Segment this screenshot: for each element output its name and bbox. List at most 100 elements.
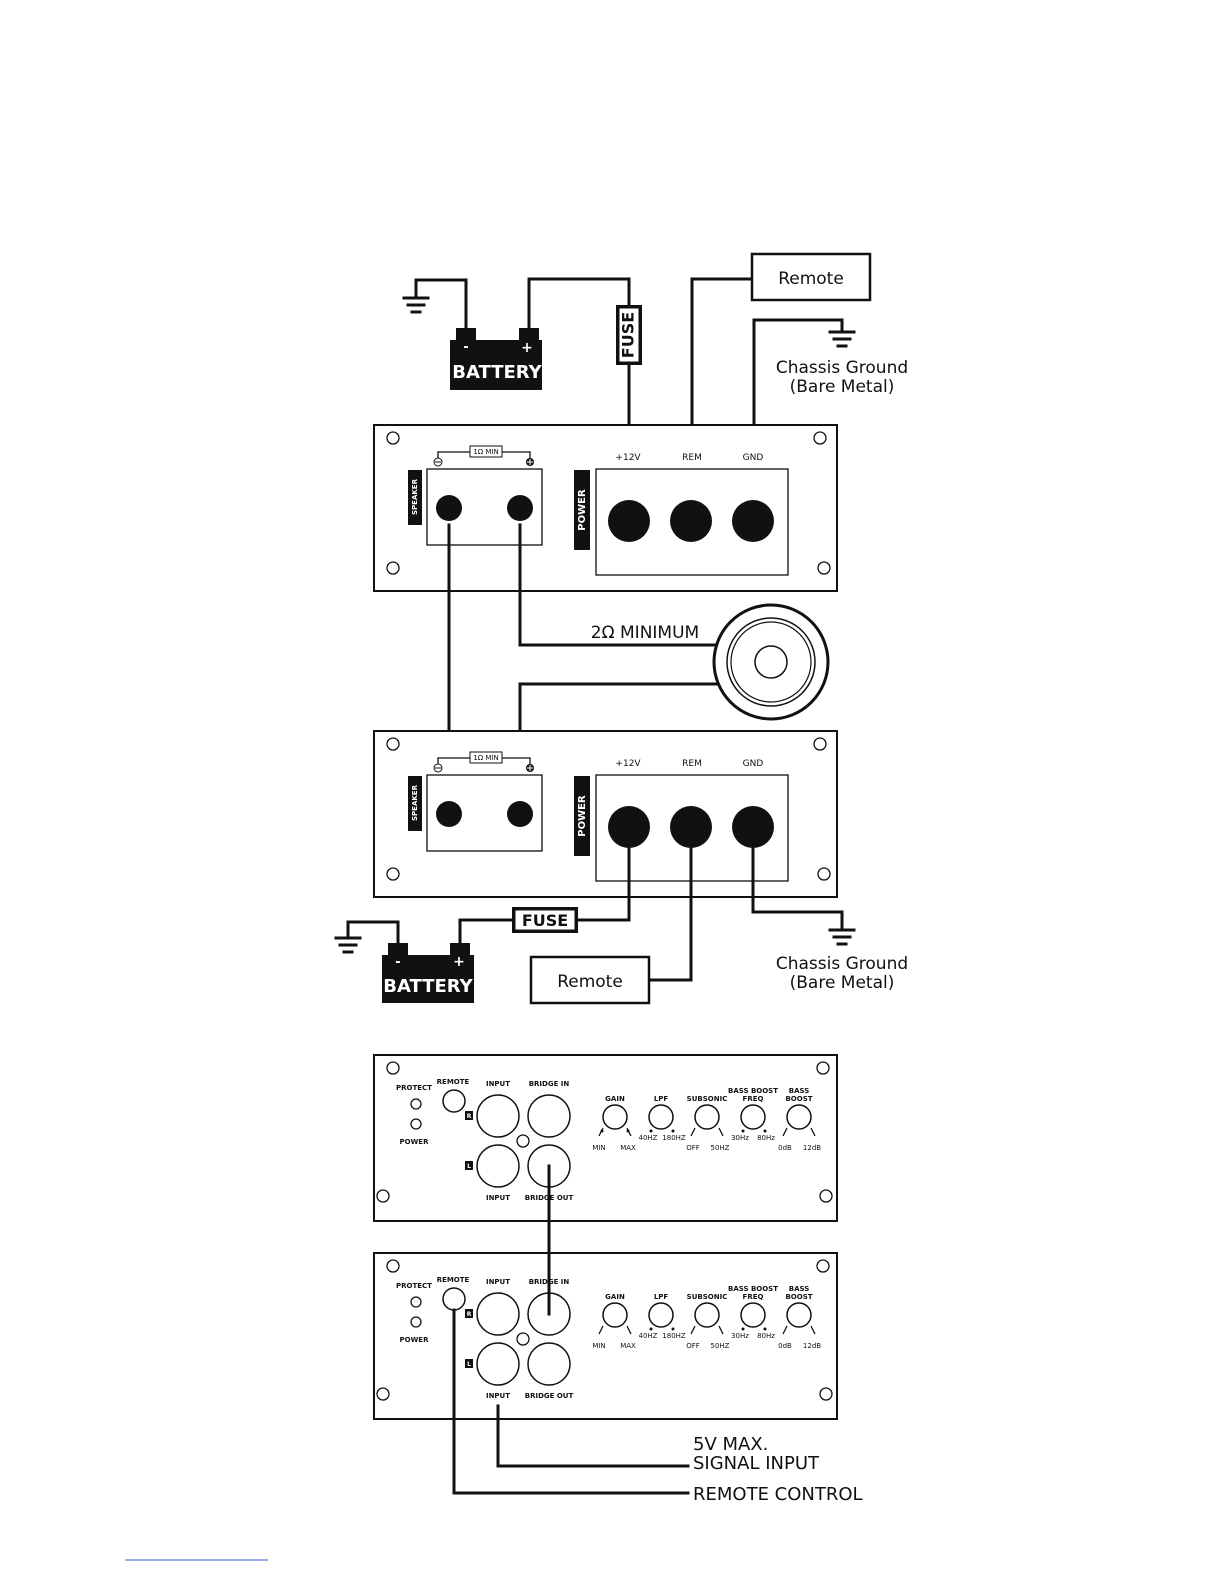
subsonic-max-2: 50HZ xyxy=(711,1342,730,1350)
gain-knob xyxy=(602,1104,628,1130)
battery-positive-sign: + xyxy=(521,340,533,356)
battery-negative-wire-2 xyxy=(346,920,400,947)
bass-boost-freq-label-1-2: BASS BOOST xyxy=(728,1285,778,1293)
bbf-max-2: 80Hz xyxy=(757,1332,775,1340)
speaker-terminal-pos xyxy=(507,495,533,521)
gain-label-2: GAIN xyxy=(605,1293,625,1301)
battery-negative-wire xyxy=(414,278,468,332)
remote-control-label: REMOTE CONTROL xyxy=(693,1484,863,1505)
gnd-label-2: GND xyxy=(743,759,764,769)
subsonic-max: 50HZ xyxy=(711,1144,730,1152)
bass-boost-freq-label-2: FREQ xyxy=(743,1095,764,1103)
protect-label: PROTECT xyxy=(396,1084,432,1092)
input-label-top: INPUT xyxy=(486,1080,510,1088)
battery-label-2: BATTERY xyxy=(383,976,473,997)
input-r-jack xyxy=(476,1094,520,1138)
bb-max: 12dB xyxy=(803,1144,821,1152)
battery-positive-sign-2: + xyxy=(453,954,465,970)
bass-boost-label-1-2: BASS xyxy=(789,1285,810,1293)
terminal-rem xyxy=(670,500,712,542)
speaker-icon xyxy=(712,603,830,721)
fuse-bottom: FUSE xyxy=(512,907,578,933)
l-channel-label: L xyxy=(467,1163,471,1170)
bb-min: 0dB xyxy=(778,1144,792,1152)
bbf-min-2: 30Hz xyxy=(731,1332,749,1340)
remote-wire-top xyxy=(690,277,754,442)
bass-boost-label-2-2: BOOST xyxy=(785,1293,812,1301)
remote-jack xyxy=(442,1089,466,1113)
gain-max: MAX xyxy=(620,1144,636,1152)
gain-min: MIN xyxy=(592,1144,605,1152)
terminal-gnd xyxy=(732,500,774,542)
subsonic-min: OFF xyxy=(686,1144,700,1152)
power-led-label: POWER xyxy=(400,1138,430,1146)
bass-boost-knob xyxy=(786,1104,812,1130)
bridge-in-jack xyxy=(527,1094,571,1138)
power-tag-2: POWER xyxy=(577,795,588,837)
lpf-label: LPF xyxy=(654,1095,669,1103)
signal-input-label: SIGNAL INPUT xyxy=(693,1453,820,1474)
signal-max-label: 5V MAX. xyxy=(693,1434,768,1455)
battery-negative-sign-2: - xyxy=(395,955,400,970)
v12-label: +12V xyxy=(615,453,641,463)
signal-input-wire xyxy=(496,1404,690,1468)
ground-symbol-icon xyxy=(402,278,430,314)
lpf-min: 40HZ xyxy=(639,1134,658,1142)
remote-label-bottom: Remote xyxy=(557,972,623,992)
bbf-min: 30Hz xyxy=(731,1134,749,1142)
speaker-terminal-neg xyxy=(436,495,462,521)
input-label-bottom-2: INPUT xyxy=(486,1392,510,1400)
power-led xyxy=(410,1118,422,1130)
chassis-ground-icon-2 xyxy=(828,928,856,946)
bass-boost-label-1: BASS xyxy=(789,1087,810,1095)
lpf-max: 180HZ xyxy=(662,1134,686,1142)
amplifier-1-power-panel: SPEAKER 1Ω MIN POWER +12V REM GND xyxy=(373,424,838,592)
remote-jack-2 xyxy=(442,1287,466,1311)
gain-label: GAIN xyxy=(605,1095,625,1103)
battery-bottom: - + BATTERY xyxy=(382,943,474,1003)
input-label-top-2: INPUT xyxy=(486,1278,510,1286)
gain-min-2: MIN xyxy=(592,1342,605,1350)
bass-boost-freq-label-2-2: FREQ xyxy=(743,1293,764,1301)
lpf-max-2: 180HZ xyxy=(662,1332,686,1340)
fuse-label-2: FUSE xyxy=(522,911,568,930)
minimum-impedance-label: 2Ω MINIMUM xyxy=(591,623,699,643)
battery-positive-wire xyxy=(527,277,631,332)
input-label-bottom: INPUT xyxy=(486,1194,510,1202)
remote-box-top xyxy=(750,252,872,302)
fuse-top: FUSE xyxy=(616,305,642,365)
remote-jack-label: REMOTE xyxy=(437,1078,470,1086)
bbf-max: 80Hz xyxy=(757,1134,775,1142)
chassis-ground-label-bottom: Chassis Ground xyxy=(776,954,908,974)
battery-negative-sign: - xyxy=(463,340,468,355)
amplifier-2-power-panel: SPEAKER 1Ω MIN POWER +12V REM GND xyxy=(373,730,838,898)
power-tag: POWER xyxy=(577,489,588,531)
bare-metal-label-bottom: (Bare Metal) xyxy=(790,973,895,993)
chassis-ground-label-top: Chassis Ground xyxy=(776,358,908,378)
chassis-ground-icon xyxy=(828,330,856,348)
remote-wire-bottom xyxy=(648,846,693,982)
subsonic-label: SUBSONIC xyxy=(687,1095,728,1103)
rem-label: REM xyxy=(682,453,702,463)
speaker-tag: SPEAKER xyxy=(411,478,419,515)
speaker-pos-wire xyxy=(518,523,722,647)
ohm-min-label: 1Ω MIN xyxy=(473,448,498,456)
protect-led xyxy=(410,1098,422,1110)
terminal-12v xyxy=(608,500,650,542)
bass-boost-freq-label-1: BASS BOOST xyxy=(728,1087,778,1095)
ohm-min-label-2: 1Ω MIN xyxy=(473,754,498,762)
input-l-jack xyxy=(476,1144,520,1188)
12v-to-fuse-wire-2 xyxy=(576,846,631,922)
bare-metal-label-top: (Bare Metal) xyxy=(790,377,895,397)
control-panel-2: PROTECT POWER REMOTE INPUT BRIDGE IN R L… xyxy=(373,1252,838,1420)
remote-control-wire xyxy=(452,1308,690,1495)
gain-max-2: MAX xyxy=(620,1342,636,1350)
ground-wire-bottom xyxy=(751,846,844,930)
fuse-to-battery-wire-2 xyxy=(458,918,516,947)
bass-boost-label-2: BOOST xyxy=(785,1095,812,1103)
remote-box-bottom xyxy=(529,955,651,1005)
ground-symbol-icon-2 xyxy=(334,920,362,954)
lpf-knob xyxy=(648,1104,674,1130)
r-channel-label-2: R xyxy=(467,1311,472,1318)
